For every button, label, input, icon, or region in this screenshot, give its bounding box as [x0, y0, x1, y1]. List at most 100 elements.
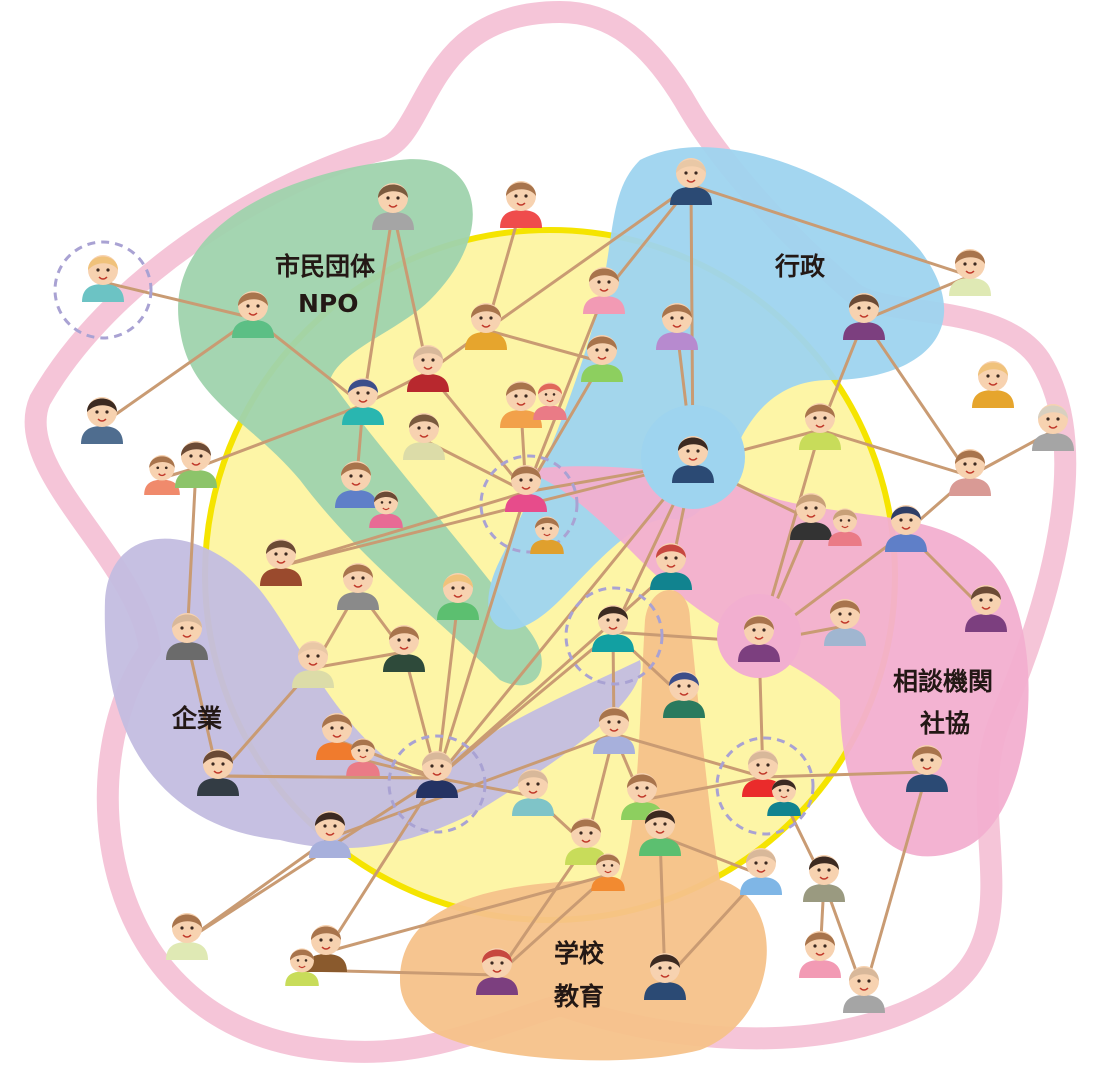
person-icon-61	[285, 948, 319, 986]
connection-line-63	[640, 775, 765, 802]
person-icon-24	[799, 403, 841, 450]
connection-line-3	[194, 403, 365, 470]
person-icon-31	[260, 539, 302, 586]
connection-line-70	[761, 770, 929, 779]
person-icon-46	[593, 707, 635, 754]
connection-line-30	[862, 274, 972, 322]
highlight-ring-4	[715, 736, 815, 836]
person-icon-65	[843, 966, 885, 1013]
person-icon-19	[672, 436, 714, 483]
person-icon-14	[533, 382, 567, 420]
connection-line-43	[279, 490, 528, 568]
people-icons	[81, 158, 1074, 1013]
person-icon-6	[500, 181, 542, 228]
person-icon-51	[767, 778, 801, 816]
connection-line-1	[100, 316, 255, 426]
person-icon-43	[316, 713, 358, 760]
person-icon-34	[650, 543, 692, 590]
person-icon-37	[965, 585, 1007, 632]
highlight-ring-2	[564, 586, 664, 686]
person-icon-64	[799, 931, 841, 978]
connection-line-79	[216, 774, 439, 780]
connection-line-82	[495, 843, 588, 977]
person-icon-4	[175, 441, 217, 488]
gov-label: 行政	[774, 252, 826, 281]
person-icon-28	[885, 505, 927, 552]
civic-npo-label-line1: 市民団体	[275, 252, 376, 281]
person-icon-26	[790, 493, 832, 540]
person-icon-36	[824, 599, 866, 646]
connection-line-29	[435, 461, 695, 780]
connection-line-11	[484, 328, 604, 364]
person-icon-50	[742, 750, 784, 797]
person-icon-53	[309, 811, 351, 858]
person-icon-9	[342, 378, 384, 425]
person-icon-48	[512, 769, 554, 816]
connection-line-10	[484, 183, 693, 332]
person-icon-8	[407, 345, 449, 392]
person-icon-21	[843, 293, 885, 340]
person-icon-16	[581, 335, 623, 382]
person-icon-35	[592, 605, 634, 652]
person-icon-12	[369, 490, 403, 528]
person-icon-7	[465, 303, 507, 350]
person-icon-10	[403, 413, 445, 460]
person-icon-62	[476, 948, 518, 995]
connection-line-24	[279, 461, 695, 568]
person-icon-56	[591, 853, 625, 891]
person-icon-55	[639, 809, 681, 856]
person-icon-57	[740, 848, 782, 895]
company-label: 企業	[172, 704, 222, 733]
person-icon-44	[346, 738, 380, 776]
person-icon-45	[416, 751, 458, 798]
person-icon-0	[82, 255, 124, 302]
connection-line-32	[862, 318, 972, 478]
connection-line-0	[101, 280, 255, 320]
person-icon-2	[81, 397, 123, 444]
person-icon-54	[565, 818, 607, 865]
connection-line-18	[524, 292, 606, 494]
person-icon-5	[372, 183, 414, 230]
person-icon-60	[305, 925, 347, 972]
connection-line-7	[391, 208, 430, 374]
person-icon-30	[530, 516, 564, 554]
highlight-ring-3	[387, 734, 487, 834]
person-icon-13	[500, 381, 542, 428]
person-icon-29	[505, 465, 547, 512]
connection-line-5	[185, 466, 198, 642]
person-icon-20	[949, 249, 991, 296]
person-icon-41	[383, 625, 425, 672]
school-label-line1: 学校	[554, 939, 605, 968]
connection-line-59	[612, 732, 765, 779]
connection-line-65	[658, 834, 763, 877]
consult-label-line2: 社協	[920, 709, 970, 738]
connection-line-21	[689, 183, 972, 278]
person-icon-52	[906, 745, 948, 792]
person-icon-40	[292, 641, 334, 688]
highlight-rings	[53, 240, 815, 836]
connection-line-6	[361, 208, 395, 407]
person-icon-58	[803, 855, 845, 902]
civic-npo-label-line2: NPO	[298, 289, 359, 318]
person-icon-63	[644, 953, 686, 1000]
highlight-ring-0	[53, 240, 153, 340]
person-icon-22	[972, 361, 1014, 408]
person-icon-39	[166, 613, 208, 660]
person-icon-23	[1032, 404, 1074, 451]
person-icon-25	[949, 449, 991, 496]
person-icon-15	[583, 267, 625, 314]
connection-line-84	[361, 758, 439, 780]
person-icon-33	[437, 573, 479, 620]
connection-line-67	[324, 873, 610, 954]
consult-label-line1: 相談機関	[893, 667, 993, 696]
person-icon-38	[738, 615, 780, 662]
connection-line-72	[862, 770, 929, 995]
person-icon-32	[337, 563, 379, 610]
connection-line-42	[435, 490, 528, 780]
connection-line-33	[818, 428, 972, 478]
company-region	[104, 538, 641, 849]
connection-line-54	[435, 568, 673, 780]
connection-line-78	[185, 836, 332, 942]
person-icon-1	[232, 291, 274, 338]
person-icon-47	[197, 749, 239, 796]
